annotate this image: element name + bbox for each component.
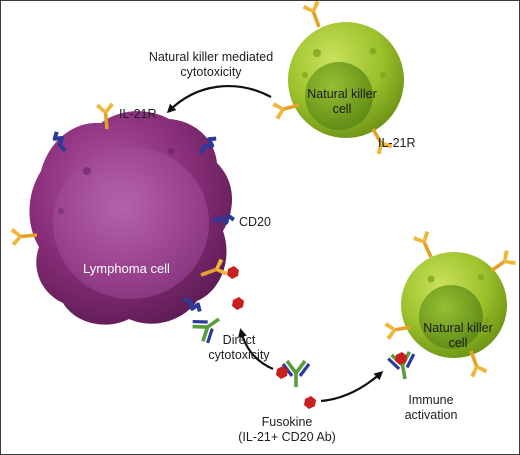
- immune-activation-label: Immune activation: [391, 393, 471, 423]
- nk-cell-bottom-label: Natural killer cell: [415, 321, 501, 351]
- nk-cell-bottom-line1: Natural killer: [423, 321, 493, 335]
- fusokine-icon: [276, 359, 316, 409]
- lymphoma-cell-label: Lymphoma cell: [83, 261, 170, 276]
- nk-cell-bottom-line2: cell: [448, 336, 468, 350]
- fusokine-label: Fusokine (IL-21+ CD20 Ab): [227, 415, 347, 445]
- direct-line1: Direct: [222, 333, 256, 347]
- cd20-label: CD20: [239, 215, 271, 229]
- nk-cell-top-label: Natural killer cell: [299, 87, 385, 117]
- immune-line2: activation: [404, 408, 458, 422]
- nk-cell-top-line1: Natural killer: [307, 87, 377, 101]
- immune-line1: Immune: [408, 393, 454, 407]
- nk-mediated-line1: Natural killer mediated: [148, 50, 274, 64]
- nk-cell-top: [271, 1, 404, 157]
- fusokine-line1: Fusokine: [261, 415, 313, 429]
- arrow-activation-icon: [320, 371, 384, 403]
- il21-cytokine-icon: [227, 266, 244, 310]
- nk-mediated-line2: cytotoxicity: [180, 65, 242, 79]
- il21r-lymphoma-label: IL-21R: [119, 107, 157, 121]
- nk-cell-bottom: [383, 229, 518, 379]
- lymphoma-nucleus: [53, 147, 209, 299]
- nk-cell-top-line2: cell: [332, 102, 352, 116]
- direct-cytotoxicity-label: Direct cytotoxicity: [197, 333, 281, 363]
- fusokine-line2: (IL-21+ CD20 Ab): [238, 430, 336, 444]
- arrow-icon: [166, 85, 272, 114]
- lymphoma-cell: [29, 111, 233, 325]
- direct-line2: cytotoxicity: [208, 348, 270, 362]
- nk-mediated-label: Natural killer mediated cytotoxicity: [123, 50, 299, 80]
- il21r-nk-label: IL-21R: [378, 136, 416, 150]
- arrow-cytotoxicity-icon: [238, 328, 274, 371]
- antibody-on-nk-icon: [385, 349, 420, 384]
